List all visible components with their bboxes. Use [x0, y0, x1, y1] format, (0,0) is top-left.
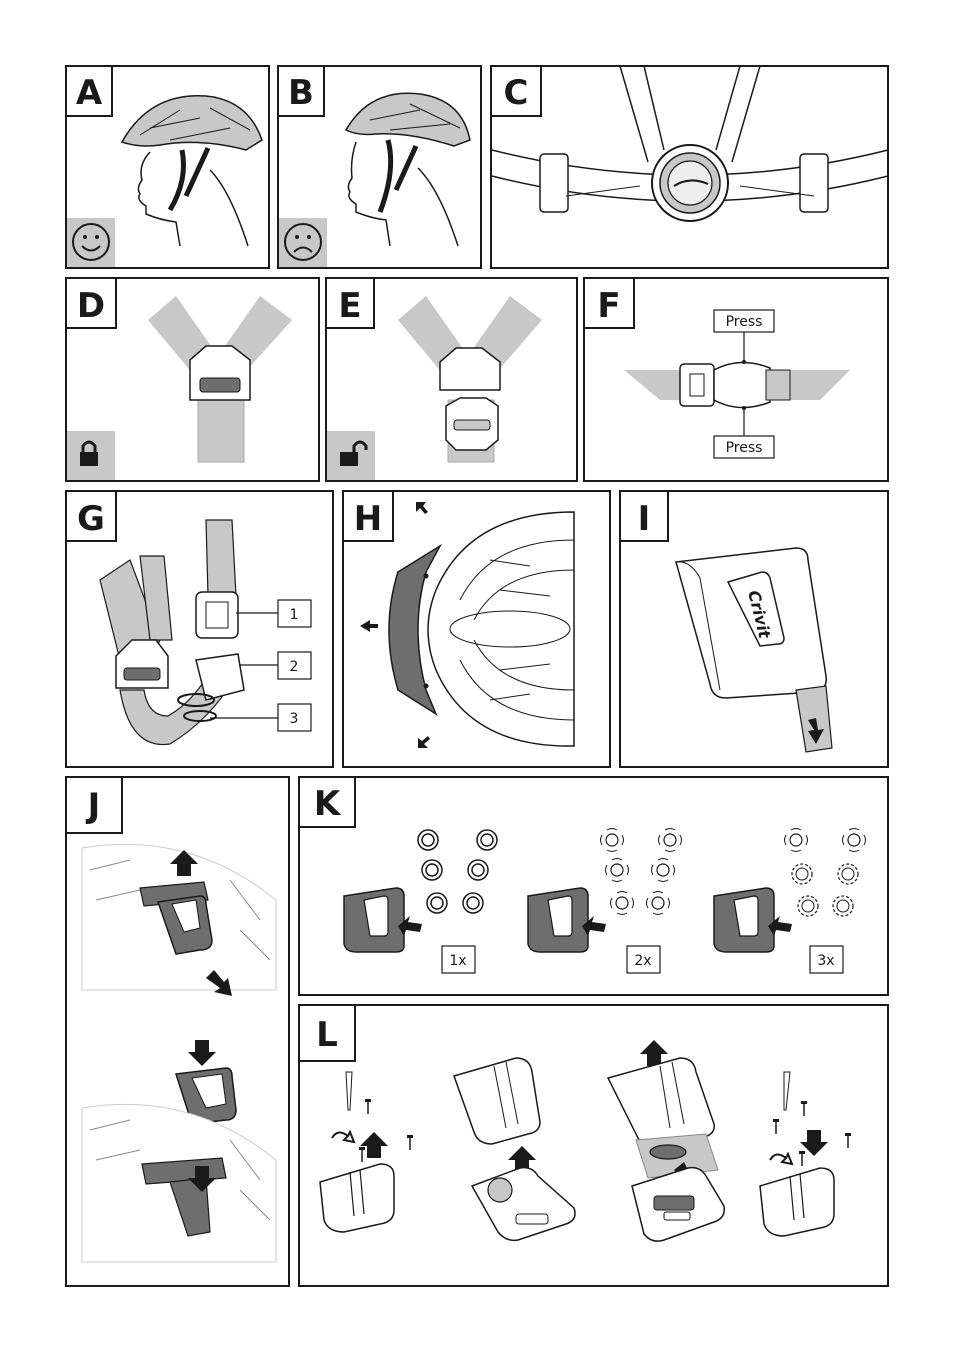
panel-g: G 1 2 3 — [66, 491, 333, 767]
panel-letter-g: G — [77, 499, 105, 539]
callout-3: 3 — [290, 711, 299, 727]
panel-letter-e: E — [338, 286, 361, 326]
panel-letter-b: B — [288, 73, 314, 113]
panel-k: K 1x 2x 3x — [299, 777, 888, 995]
panel-e: E — [326, 278, 577, 481]
mode-label-2x: 2x — [634, 953, 651, 969]
panel-j: J — [66, 777, 289, 1286]
panel-a: A — [66, 66, 269, 268]
adjustment-dial-icon — [652, 145, 728, 221]
panel-d: D — [66, 278, 319, 481]
panel-i: I Crivit — [620, 491, 888, 767]
press-label-bottom: Press — [726, 440, 763, 456]
panel-h: H — [343, 491, 610, 767]
panel-letter-j: J — [86, 786, 101, 826]
mode-label-1x: 1x — [449, 953, 466, 969]
panel-letter-h: H — [354, 499, 382, 539]
panel-letter-c: C — [504, 73, 529, 113]
panel-letter-l: L — [316, 1015, 338, 1055]
mode-label-3x: 3x — [817, 953, 834, 969]
panel-f: F Press Press — [584, 278, 888, 481]
callout-2: 2 — [290, 659, 299, 675]
panel-letter-k: K — [314, 784, 342, 824]
panel-c: C — [491, 66, 888, 268]
panel-b: B — [278, 66, 481, 268]
panel-letter-i: I — [638, 499, 651, 539]
press-label-top: Press — [726, 314, 763, 330]
panel-l: L — [299, 1005, 888, 1286]
panel-letter-f: F — [597, 286, 620, 326]
panel-letter-a: A — [76, 73, 103, 113]
panel-letter-d: D — [77, 286, 105, 326]
callout-1: 1 — [290, 607, 299, 623]
